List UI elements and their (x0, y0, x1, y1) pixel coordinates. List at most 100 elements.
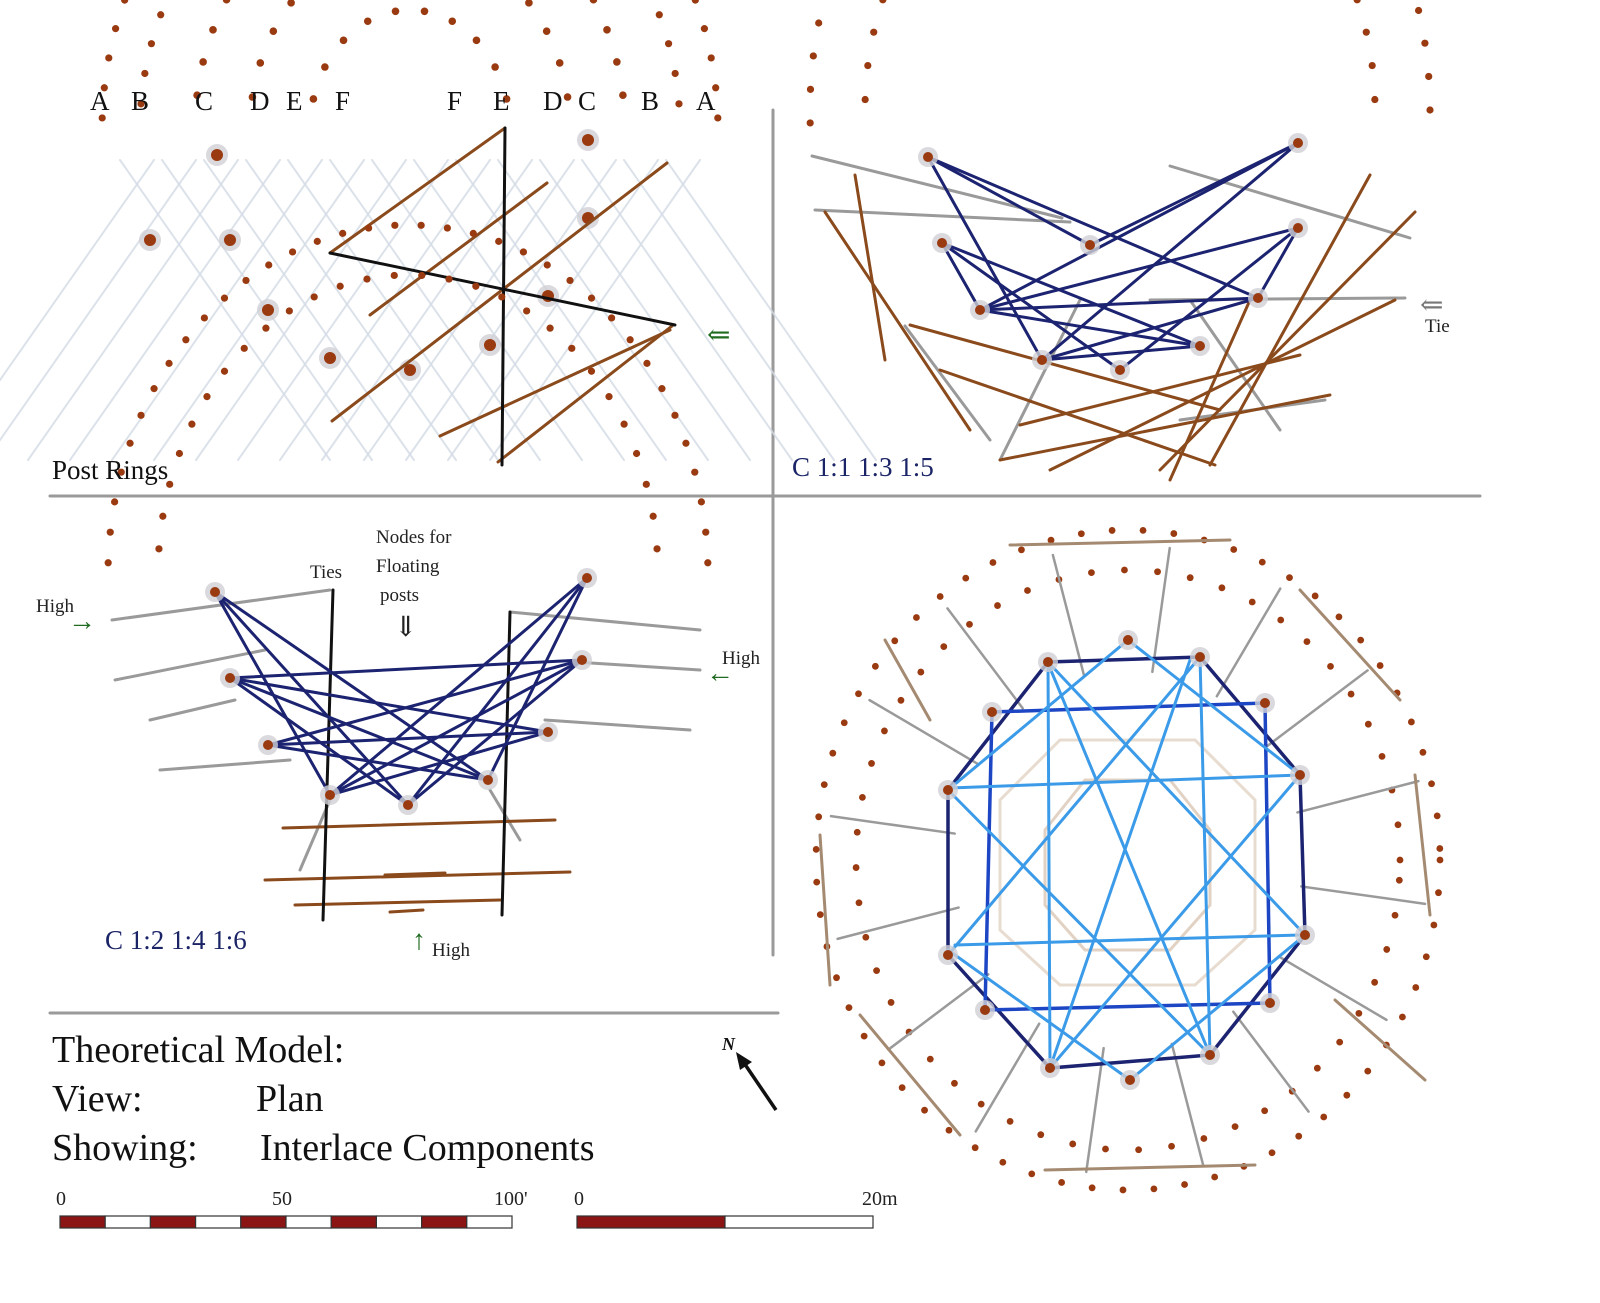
post-node (491, 63, 499, 71)
post-node (806, 119, 814, 127)
post-node (1168, 1142, 1175, 1150)
gray-beam (1168, 164, 1412, 240)
high-label-bottom: High (432, 940, 470, 961)
post-node (1376, 662, 1384, 669)
post-node (897, 696, 905, 704)
post-node (587, 367, 596, 375)
post-node (175, 449, 184, 458)
scale-feet-segment (330, 1215, 378, 1229)
gray-spoke (1170, 1042, 1205, 1167)
post-rings-panel (0, 0, 877, 467)
post-node (1077, 530, 1085, 538)
post-node (1396, 856, 1404, 864)
post-node (859, 793, 866, 801)
post-node (1293, 138, 1303, 148)
post-node (926, 1055, 934, 1063)
construction-line (279, 159, 491, 461)
post-node (1399, 1013, 1406, 1021)
post-node (1085, 240, 1095, 250)
brown-beam (1048, 298, 1397, 472)
post-node (691, 468, 699, 476)
post-node (418, 271, 426, 280)
navy-interlace (406, 658, 584, 807)
post-node (1268, 1149, 1276, 1157)
post-node (144, 234, 156, 246)
post-node (881, 727, 888, 735)
post-node (921, 1106, 928, 1114)
post-node (707, 54, 715, 62)
tan-beam (1413, 773, 1432, 917)
post-node (1261, 1107, 1269, 1115)
post-node (1181, 1181, 1188, 1188)
post-node (568, 344, 576, 352)
scale-meters-end: 20m (862, 1188, 898, 1210)
post-node (1230, 546, 1238, 553)
post-node (966, 620, 973, 628)
navy-interlace (926, 155, 1092, 247)
post-node (498, 293, 506, 301)
high-left-arrow-icon: → (68, 606, 96, 637)
light-blue-interlace (946, 948, 1132, 1082)
gray-spoke (836, 906, 960, 941)
post-node (852, 864, 860, 871)
gray-spoke (1232, 1010, 1310, 1113)
navy-interlace (266, 743, 490, 782)
post-node (1037, 1131, 1045, 1139)
navy-interlace (213, 590, 490, 782)
gray-beam (113, 648, 267, 682)
post-node (861, 95, 869, 104)
brown-beam (438, 328, 672, 438)
post-node (962, 574, 970, 582)
brown-beam (281, 818, 557, 830)
post-node (879, 0, 887, 4)
post-node (1037, 355, 1047, 365)
post-node (1362, 28, 1370, 36)
post-node (870, 28, 878, 36)
navy-interlace (940, 241, 982, 312)
light-blue-interlace (948, 773, 1302, 790)
post-node (945, 1126, 953, 1134)
post-node (943, 950, 953, 960)
post-node (864, 61, 872, 70)
post-node (165, 359, 173, 367)
post-node (523, 307, 531, 315)
post-node (1435, 889, 1442, 897)
post-node (1414, 6, 1423, 15)
construction-line (203, 159, 415, 461)
post-node (1260, 698, 1270, 708)
tan-beam (1008, 538, 1232, 547)
navy-interlace (213, 590, 410, 807)
post-node (891, 637, 899, 645)
brown-beam (1158, 210, 1417, 472)
post-node (248, 93, 257, 101)
post-node (994, 602, 1001, 609)
post-node (542, 27, 551, 35)
panel-title-c-even: C 1:2 1:4 1:6 (105, 925, 247, 955)
post-node (605, 393, 613, 401)
post-node (1154, 568, 1161, 576)
brown-beam (368, 181, 549, 317)
post-node (1195, 341, 1205, 351)
post-node (855, 899, 863, 907)
post-node (566, 276, 574, 285)
post-node (117, 468, 125, 476)
gray-spoke (1300, 885, 1427, 906)
brown-beam (383, 871, 447, 877)
post-node (211, 149, 223, 161)
post-node (620, 420, 628, 428)
post-node (1355, 1009, 1363, 1017)
gray-spoke (1296, 779, 1420, 814)
scale-feet-segment (104, 1215, 151, 1229)
post-node (671, 69, 679, 78)
post-node (287, 0, 295, 7)
post-node (1407, 718, 1415, 726)
gray-spoke (887, 973, 990, 1051)
tie-label: Tie (1425, 316, 1450, 337)
post-node (1353, 0, 1361, 4)
post-node (1428, 780, 1435, 788)
post-node (1115, 365, 1125, 375)
post-node (1186, 574, 1194, 582)
light-blue-interlace (953, 933, 1302, 947)
panel-title-c-odd: C 1:1 1:3 1:5 (792, 452, 934, 482)
post-node (987, 707, 997, 717)
